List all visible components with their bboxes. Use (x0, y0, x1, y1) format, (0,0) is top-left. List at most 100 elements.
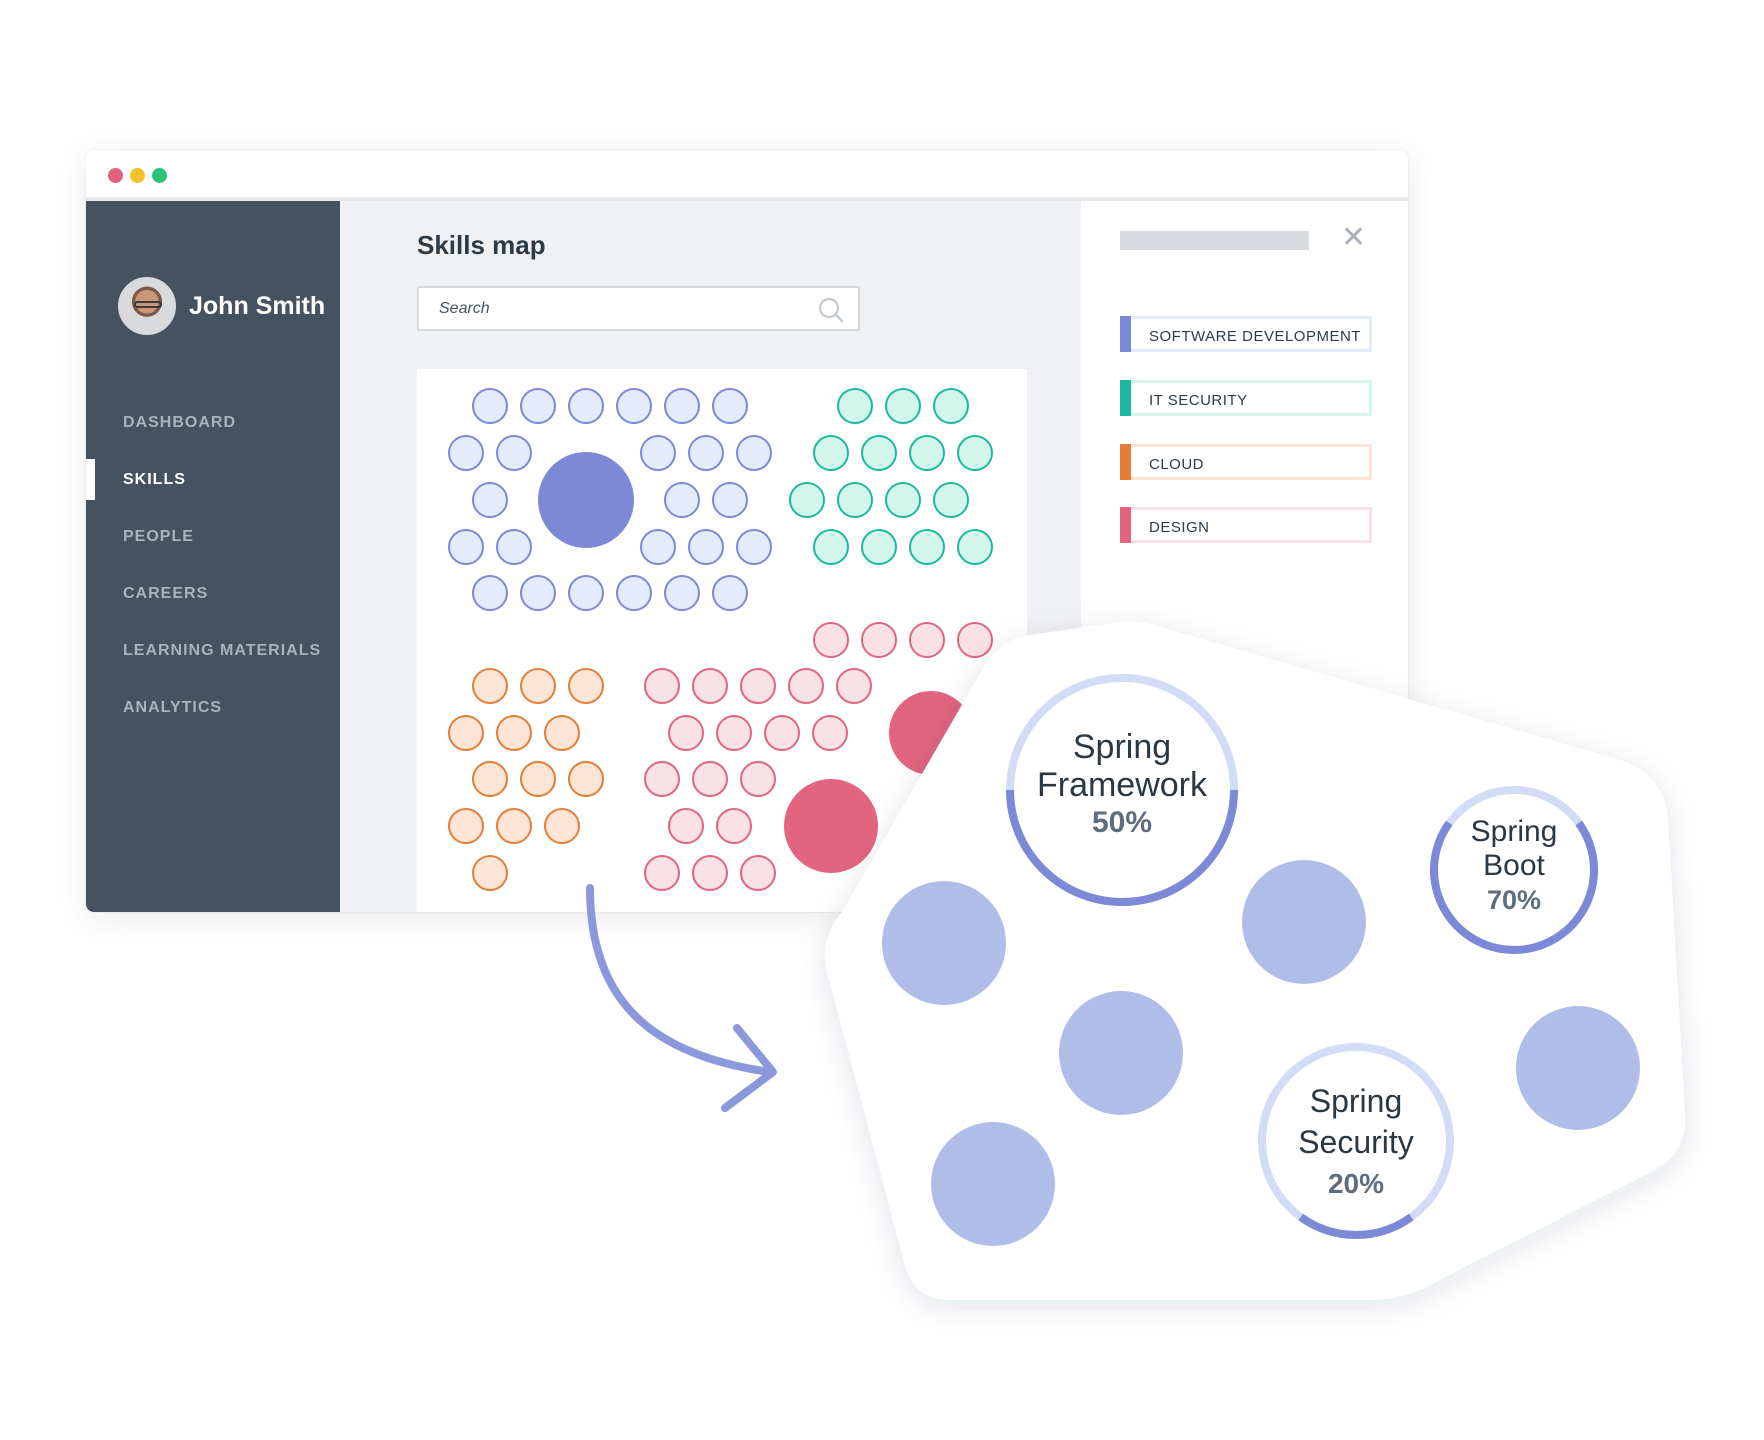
skill-node-software-development[interactable] (688, 435, 724, 471)
skill-node-it-security[interactable] (837, 482, 873, 518)
skill-node-design[interactable] (788, 668, 824, 704)
skill-bubble[interactable] (882, 881, 1006, 1005)
skill-node-design[interactable] (644, 855, 680, 891)
skill-node-design[interactable] (668, 808, 704, 844)
close-icon[interactable]: ✕ (1341, 221, 1367, 254)
skill-node-cloud[interactable] (568, 761, 604, 797)
skill-node-software-development[interactable] (712, 388, 748, 424)
skill-node-it-security[interactable] (861, 435, 897, 471)
skill-node-cloud[interactable] (472, 668, 508, 704)
skill-node-design[interactable] (692, 761, 728, 797)
skill-node-design[interactable] (813, 622, 849, 658)
skill-node-design[interactable] (740, 668, 776, 704)
skill-node-cloud[interactable] (520, 668, 556, 704)
sidebar-item-skills[interactable]: SKILLS (86, 451, 340, 508)
skill-bubble[interactable] (1059, 991, 1183, 1115)
skill-node-it-security[interactable] (789, 482, 825, 518)
minimize-window-dot[interactable] (130, 168, 145, 183)
search-box[interactable] (417, 286, 860, 331)
skill-node-design[interactable] (861, 622, 897, 658)
skill-node-it-security[interactable] (837, 388, 873, 424)
skill-node-design[interactable] (644, 761, 680, 797)
skill-node-design[interactable] (836, 668, 872, 704)
skill-node-software-development[interactable] (520, 575, 556, 611)
skill-node-it-security[interactable] (885, 482, 921, 518)
skill-node-software-development[interactable] (496, 529, 532, 565)
skill-node-cloud[interactable] (448, 808, 484, 844)
search-icon[interactable] (818, 297, 844, 328)
skill-node-it-security[interactable] (909, 435, 945, 471)
skill-node-software-development[interactable] (472, 482, 508, 518)
skill-node-design[interactable] (909, 622, 945, 658)
skill-node-it-security[interactable] (933, 482, 969, 518)
sidebar-item-dashboard[interactable]: DASHBOARD (123, 414, 236, 431)
skill-node-it-security[interactable] (957, 529, 993, 565)
category-it-security[interactable]: IT SECURITY (1120, 380, 1372, 416)
skill-node-software-development[interactable] (448, 435, 484, 471)
skill-node-software-development-selected[interactable] (538, 452, 634, 548)
close-window-dot[interactable] (108, 168, 123, 183)
avatar[interactable] (118, 277, 176, 335)
skill-node-software-development[interactable] (616, 575, 652, 611)
skill-node-it-security[interactable] (957, 435, 993, 471)
skill-node-design[interactable] (692, 855, 728, 891)
skill-node-cloud[interactable] (544, 715, 580, 751)
skill-node-software-development[interactable] (736, 529, 772, 565)
skill-node-design-selected[interactable] (784, 779, 878, 873)
skill-node-cloud[interactable] (472, 761, 508, 797)
skill-node-software-development[interactable] (664, 388, 700, 424)
skill-node-it-security[interactable] (885, 388, 921, 424)
skill-node-design[interactable] (668, 715, 704, 751)
skill-node-design[interactable] (812, 715, 848, 751)
sidebar-item-analytics[interactable]: ANALYTICS (123, 699, 223, 716)
skill-bubble[interactable] (1242, 860, 1366, 984)
category-design[interactable]: DESIGN (1120, 507, 1372, 543)
skill-node-software-development[interactable] (640, 529, 676, 565)
skill-node-software-development[interactable] (736, 435, 772, 471)
skill-node-software-development[interactable] (568, 575, 604, 611)
skill-node-software-development[interactable] (712, 575, 748, 611)
category-software-development[interactable]: SOFTWARE DEVELOPMENT (1120, 316, 1372, 352)
skill-bubble[interactable] (931, 1122, 1055, 1246)
skill-node-design[interactable] (644, 668, 680, 704)
skill-node-software-development[interactable] (688, 529, 724, 565)
skill-node-software-development[interactable] (472, 575, 508, 611)
skill-node-design[interactable] (957, 622, 993, 658)
skill-node-software-development[interactable] (520, 388, 556, 424)
skill-node-cloud[interactable] (544, 808, 580, 844)
skill-node-software-development[interactable] (616, 388, 652, 424)
skill-node-software-development[interactable] (712, 482, 748, 518)
skill-node-cloud[interactable] (496, 808, 532, 844)
skill-node-cloud[interactable] (520, 761, 556, 797)
skill-node-design[interactable] (716, 808, 752, 844)
skill-node-cloud[interactable] (448, 715, 484, 751)
skill-node-it-security[interactable] (813, 529, 849, 565)
skill-node-design[interactable] (740, 761, 776, 797)
skill-node-design[interactable] (692, 668, 728, 704)
skill-node-cloud[interactable] (496, 715, 532, 751)
skill-node-software-development[interactable] (472, 388, 508, 424)
skill-node-it-security[interactable] (861, 529, 897, 565)
skill-bubble[interactable] (1516, 1006, 1640, 1130)
skill-node-software-development[interactable] (640, 435, 676, 471)
skill-node-cloud[interactable] (472, 855, 508, 891)
skill-node-design[interactable] (716, 715, 752, 751)
skill-node-software-development[interactable] (496, 435, 532, 471)
skill-node-software-development[interactable] (448, 529, 484, 565)
search-input[interactable] (437, 299, 801, 319)
category-cloud[interactable]: CLOUD (1120, 444, 1372, 480)
skill-node-software-development[interactable] (664, 575, 700, 611)
maximize-window-dot[interactable] (152, 168, 167, 183)
skill-node-software-development[interactable] (568, 388, 604, 424)
skill-node-it-security[interactable] (813, 435, 849, 471)
sidebar-item-people[interactable]: PEOPLE (123, 528, 194, 545)
skill-node-design[interactable] (740, 855, 776, 891)
skill-node-software-development[interactable] (664, 482, 700, 518)
sidebar-item-learning-materials[interactable]: LEARNING MATERIALS (123, 642, 322, 659)
skill-node-it-security[interactable] (909, 529, 945, 565)
skill-node-it-security[interactable] (933, 388, 969, 424)
skill-node-cloud[interactable] (568, 668, 604, 704)
